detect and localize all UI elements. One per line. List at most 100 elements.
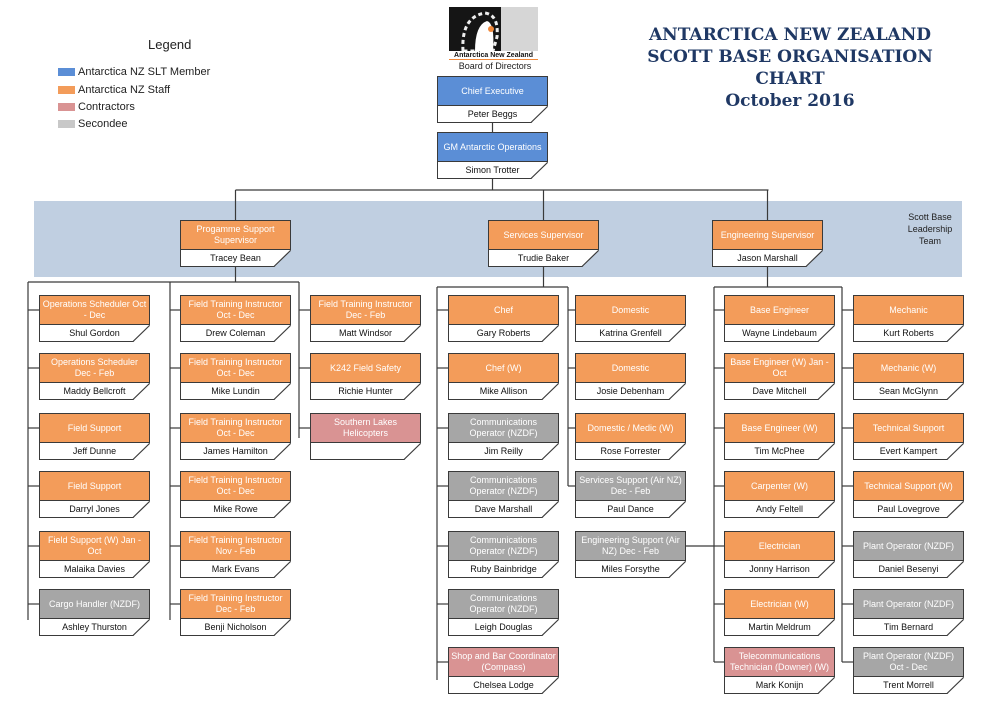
legend-swatch bbox=[58, 86, 75, 94]
node-name: Mike Rowe bbox=[180, 501, 291, 518]
org-node[interactable]: Communications Operator (NZDF)Jim Reilly bbox=[448, 413, 559, 460]
node-role: Domestic bbox=[575, 353, 686, 383]
node-name: Tim McPhee bbox=[724, 443, 835, 460]
node-role: Technical Support (W) bbox=[853, 471, 964, 501]
node-name: Benji Nicholson bbox=[180, 619, 291, 636]
node-name: Mark Evans bbox=[180, 561, 291, 578]
node-role: Base Engineer (W) Jan - Oct bbox=[724, 353, 835, 383]
node-name: Leigh Douglas bbox=[448, 619, 559, 636]
legend-label: Antarctica NZ Staff bbox=[78, 84, 171, 96]
node-name: Peter Beggs bbox=[437, 106, 548, 123]
board-of-directors: Board of Directors bbox=[458, 61, 532, 71]
node-role: Electrician (W) bbox=[724, 589, 835, 619]
node-name: Wayne Lindebaum bbox=[724, 325, 835, 342]
org-node[interactable]: Plant Operator (NZDF)Daniel Besenyi bbox=[853, 531, 964, 578]
node-role: Base Engineer (W) bbox=[724, 413, 835, 443]
node-name: Jason Marshall bbox=[712, 250, 823, 267]
node-name: Maddy Bellcroft bbox=[39, 383, 150, 400]
node-role: Southern Lakes Helicopters bbox=[310, 413, 421, 443]
node-name bbox=[310, 443, 421, 460]
node-role: Telecommunications Technician (Downer) (… bbox=[724, 647, 835, 677]
logo-text: Antarctica New Zealand bbox=[449, 51, 538, 60]
node-name: Paul Lovegrove bbox=[853, 501, 964, 518]
chart-title: ANTARCTICA NEW ZEALAND SCOTT BASE ORGANI… bbox=[620, 24, 960, 112]
legend-label: Secondee bbox=[78, 118, 128, 130]
logo-underline bbox=[449, 59, 538, 60]
org-node[interactable]: Chef (W)Mike Allison bbox=[448, 353, 559, 400]
node-role: Communications Operator (NZDF) bbox=[448, 589, 559, 619]
node-name: Evert Kampert bbox=[853, 443, 964, 460]
node-role: Engineering Support (Air NZ) Dec - Feb bbox=[575, 531, 686, 561]
node-name: James Hamilton bbox=[180, 443, 291, 460]
node-role: Field Training Instructor Dec - Feb bbox=[180, 589, 291, 619]
leadership-team-label: Scott Base Leadership Team bbox=[907, 212, 953, 246]
node-role: Chef (W) bbox=[448, 353, 559, 383]
node-role: Field Training Instructor Dec - Feb bbox=[310, 295, 421, 325]
org-node[interactable]: Cargo Handler (NZDF)Ashley Thurston bbox=[39, 589, 150, 636]
legend-item: Secondee bbox=[58, 118, 128, 130]
org-node[interactable]: Southern Lakes Helicopters bbox=[310, 413, 421, 460]
node-name: Drew Coleman bbox=[180, 325, 291, 342]
antarctica-nz-logo: Antarctica New Zealand bbox=[449, 7, 538, 60]
legend-swatch bbox=[58, 68, 75, 76]
node-role: Communications Operator (NZDF) bbox=[448, 413, 559, 443]
org-node[interactable]: Communications Operator (NZDF)Ruby Bainb… bbox=[448, 531, 559, 578]
node-role: Domestic bbox=[575, 295, 686, 325]
node-name: Mike Lundin bbox=[180, 383, 291, 400]
node-role: Carpenter (W) bbox=[724, 471, 835, 501]
org-node[interactable]: Telecommunications Technician (Downer) (… bbox=[724, 647, 835, 694]
node-role: K242 Field Safety bbox=[310, 353, 421, 383]
org-node[interactable]: Communications Operator (NZDF)Leigh Doug… bbox=[448, 589, 559, 636]
org-node[interactable]: Plant Operator (NZDF)Tim Bernard bbox=[853, 589, 964, 636]
org-node[interactable]: Shop and Bar Coordinator (Compass)Chelse… bbox=[448, 647, 559, 694]
node-role: Base Engineer bbox=[724, 295, 835, 325]
node-name: Malaika Davies bbox=[39, 561, 150, 578]
org-node[interactable]: Base Engineer (W)Tim McPhee bbox=[724, 413, 835, 460]
org-node[interactable]: Electrician (W)Martin Meldrum bbox=[724, 589, 835, 636]
node-name: Tim Bernard bbox=[853, 619, 964, 636]
node-name: Rose Forrester bbox=[575, 443, 686, 460]
node-role: Operations Scheduler Oct - Dec bbox=[39, 295, 150, 325]
node-role: Plant Operator (NZDF) bbox=[853, 531, 964, 561]
org-node[interactable]: Technical Support (W)Paul Lovegrove bbox=[853, 471, 964, 518]
org-node[interactable]: Mechanic (W)Sean McGlynn bbox=[853, 353, 964, 400]
org-node[interactable]: Communications Operator (NZDF)Dave Marsh… bbox=[448, 471, 559, 518]
org-node[interactable]: Carpenter (W)Andy Feltell bbox=[724, 471, 835, 518]
node-name: Tracey Bean bbox=[180, 250, 291, 267]
title-line-3: October 2016 bbox=[725, 91, 855, 111]
org-node[interactable]: Domestic / Medic (W)Rose Forrester bbox=[575, 413, 686, 460]
node-role: Domestic / Medic (W) bbox=[575, 413, 686, 443]
node-name: Trudie Baker bbox=[488, 250, 599, 267]
node-role: Services Support (Air NZ) Dec - Feb bbox=[575, 471, 686, 501]
